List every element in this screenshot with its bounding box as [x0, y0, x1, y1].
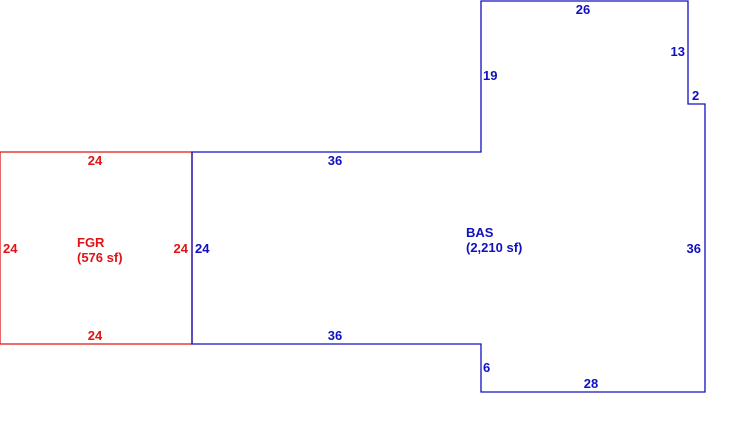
fgr-dim-left: 24: [3, 241, 18, 256]
bas-dim-left: 24: [195, 241, 210, 256]
bas-dim-step: 2: [692, 88, 699, 103]
bas-dim-left-upper: 19: [483, 68, 497, 83]
bas-area-size: (2,210 sf): [466, 240, 522, 255]
bas-dim-top-long: 36: [328, 153, 342, 168]
bas-dim-bottom: 28: [584, 376, 598, 391]
bas-area-code: BAS: [466, 225, 494, 240]
bas-dim-bottom-long: 36: [328, 328, 342, 343]
fgr-dim-right: 24: [174, 241, 189, 256]
bas-dim-right-upper: 13: [671, 44, 685, 59]
bas-outline: [191, 0, 706, 393]
bas-dim-right: 36: [687, 241, 701, 256]
fgr-area-code: FGR: [77, 235, 105, 250]
bas-dim-bottom-step: 6: [483, 360, 490, 375]
bas-dim-top: 26: [576, 2, 590, 17]
fgr-dim-bottom: 24: [88, 328, 103, 343]
fgr-area-size: (576 sf): [77, 250, 123, 265]
fgr-dim-top: 24: [88, 153, 103, 168]
